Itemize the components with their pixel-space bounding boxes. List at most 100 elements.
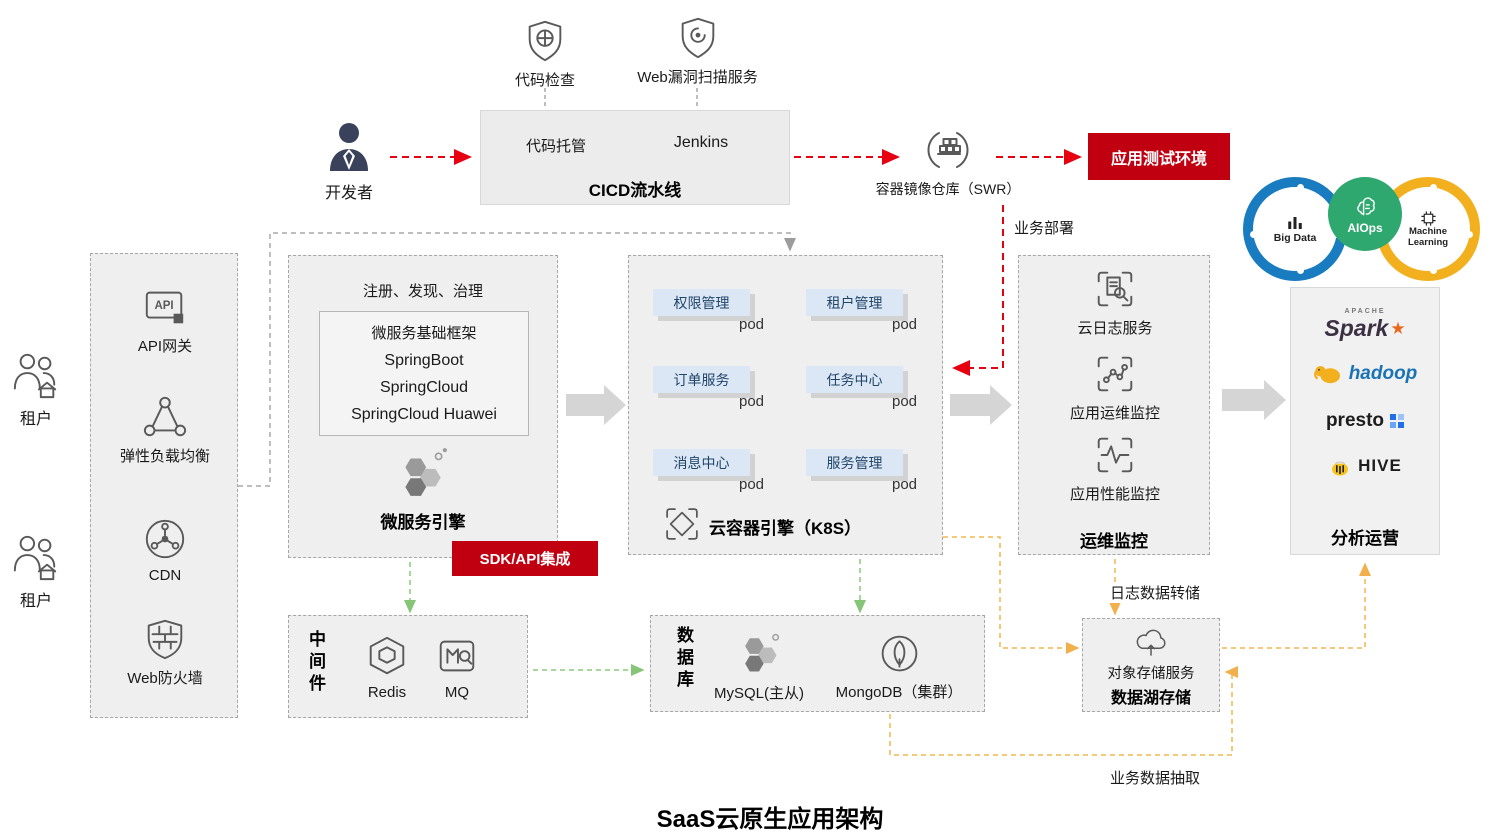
pod-unit: 权限管理 pod <box>653 289 779 339</box>
log-service-label: 云日志服务 <box>1077 320 1153 337</box>
code-hosting-label: 代码托管 <box>525 138 586 155</box>
pod-unit: 租户管理 pod <box>806 289 932 339</box>
api-gateway-icon: API <box>145 291 184 324</box>
spark-star-icon: ★ <box>1390 318 1406 338</box>
datalake-box: 对象存储服务 数据湖存储 <box>1082 618 1220 712</box>
pod-tag: pod <box>892 476 918 493</box>
tenant-top-unit: 租户 <box>8 350 64 429</box>
pod-tag: pod <box>739 316 765 333</box>
tenant-top-label: 租户 <box>19 411 52 428</box>
mysql-icon <box>745 633 780 672</box>
ring-dot <box>1430 184 1437 191</box>
ring-dot <box>1297 184 1304 191</box>
pod-label: 服务管理 <box>806 449 903 476</box>
pod-label: 消息中心 <box>653 449 750 476</box>
mongodb-unit: MongoDB（集群） <box>831 631 967 702</box>
pod-tag: pod <box>739 393 765 410</box>
pod-label: 任务中心 <box>806 366 903 393</box>
registry-unit: 容器镜像仓库（SWR） <box>863 126 1033 199</box>
spark-text: Spark <box>1324 315 1389 341</box>
ring-dot <box>1466 231 1473 238</box>
load-balancer-icon <box>143 396 187 437</box>
database-title: 数据库 <box>674 626 693 692</box>
mysql-label: MySQL(主从) <box>713 685 804 702</box>
framework-line: SpringCloud <box>379 378 469 396</box>
pod-tag: pod <box>739 476 765 493</box>
web-scan-unit: Web漏洞扫描服务 <box>630 15 765 87</box>
microservice-box: 注册、发现、治理 微服务基础框架 SpringBoot SpringCloud … <box>288 255 558 558</box>
hadoop-logo: hadoop <box>1291 362 1439 385</box>
cdn-label: CDN <box>148 567 182 584</box>
big-data-icon <box>1288 217 1302 229</box>
microservice-hex-icon <box>405 448 447 496</box>
hive-bee-icon <box>1332 461 1349 476</box>
redis-icon <box>369 636 405 675</box>
waf-unit: Web防火墙 <box>91 616 239 688</box>
code-check-shield-icon <box>528 20 562 62</box>
tenant-icon <box>13 353 57 399</box>
ops-title: 运维监控 <box>1080 532 1148 551</box>
redis-unit: Redis <box>351 633 423 701</box>
framework-line: 微服务基础框架 <box>371 324 477 342</box>
mongodb-icon <box>881 635 917 672</box>
ops-monitor-unit: 应用运维监控 <box>1035 351 1195 423</box>
pod-label: 租户管理 <box>806 289 903 316</box>
mysql-unit: MySQL(主从) <box>703 629 815 703</box>
mq-unit: MQ <box>421 633 493 701</box>
hadoop-text: hadoop <box>1348 362 1418 384</box>
log-service-unit: 云日志服务 <box>1035 266 1195 338</box>
code-check-unit: 代码检查 <box>500 18 590 90</box>
sdk-api-badge: SDK/API集成 <box>452 541 598 576</box>
aiops-circle: AIOps <box>1328 177 1402 251</box>
ring-dot <box>1430 267 1437 274</box>
waf-label: Web防火墙 <box>127 670 203 687</box>
apm-label: 应用性能监控 <box>1069 486 1160 503</box>
big-data-label: Big Data <box>1273 232 1317 244</box>
block-arrow-k8s-to-ops <box>950 385 1012 425</box>
pod-label: 订单服务 <box>653 366 750 393</box>
tenant-icon <box>13 535 57 581</box>
microservice-title: 微服务引擎 <box>380 513 466 532</box>
mq-icon <box>439 640 475 672</box>
block-arrow-ops-to-analytics <box>1222 380 1286 420</box>
middleware-title: 中间件 <box>306 630 325 696</box>
tenant-bottom-unit: 租户 <box>8 532 64 611</box>
framework-line: SpringBoot <box>384 351 464 369</box>
presto-text: presto <box>1325 410 1385 431</box>
firewall-shield-icon <box>147 619 183 660</box>
ai-rings: Big Data Machine Learning AIOps <box>1240 170 1490 295</box>
tenant-bottom-label: 租户 <box>19 593 52 610</box>
framework-line: SpringCloud Huawei <box>351 405 497 423</box>
cdn-unit: CDN <box>105 516 225 584</box>
pod-unit: 任务中心 pod <box>806 366 932 416</box>
database-box: 数据库 MySQL(主从) MongoDB（集群） <box>650 615 985 712</box>
framework-box: 微服务基础框架 SpringBoot SpringCloud SpringClo… <box>319 311 529 436</box>
log-dump-label: 日志数据转储 <box>1108 582 1203 603</box>
diagram-title: SaaS云原生应用架构 <box>656 806 884 833</box>
object-storage-cloud-icon <box>1136 629 1166 656</box>
mq-label: MQ <box>444 684 470 701</box>
elb-unit: 弹性负载均衡 <box>91 394 239 466</box>
block-arrow-ms-to-k8s <box>566 385 626 425</box>
k8s-box: 权限管理 pod 租户管理 pod 订单服务 pod 任务中心 pod 消息中心… <box>628 255 943 555</box>
cicd-box: 代码托管 Jenkins CICD流水线 <box>480 110 790 205</box>
log-service-icon <box>1097 271 1133 307</box>
api-gateway-label: API网关 <box>137 338 193 355</box>
container-registry-icon <box>927 132 969 168</box>
web-scan-shield-icon <box>681 17 714 59</box>
ops-box: 云日志服务 应用运维监控 应用性能监控 运维监控 <box>1018 255 1210 555</box>
elb-label: 弹性负载均衡 <box>119 448 210 465</box>
redis-label: Redis <box>367 684 407 701</box>
web-scan-label: Web漏洞扫描服务 <box>637 69 758 86</box>
ring-dot <box>1250 231 1257 238</box>
middleware-box: 中间件 Redis MQ <box>288 615 528 718</box>
ml-label: Machine Learning <box>1407 225 1449 248</box>
analytics-title: 分析运营 <box>1331 529 1399 548</box>
developer-label: 开发者 <box>324 185 373 202</box>
hadoop-elephant-icon <box>1313 366 1340 384</box>
apm-unit: 应用性能监控 <box>1035 432 1195 504</box>
deploy-label: 业务部署 <box>1012 217 1077 238</box>
jenkins-label: Jenkins <box>673 134 729 151</box>
cdn-icon <box>145 519 185 559</box>
